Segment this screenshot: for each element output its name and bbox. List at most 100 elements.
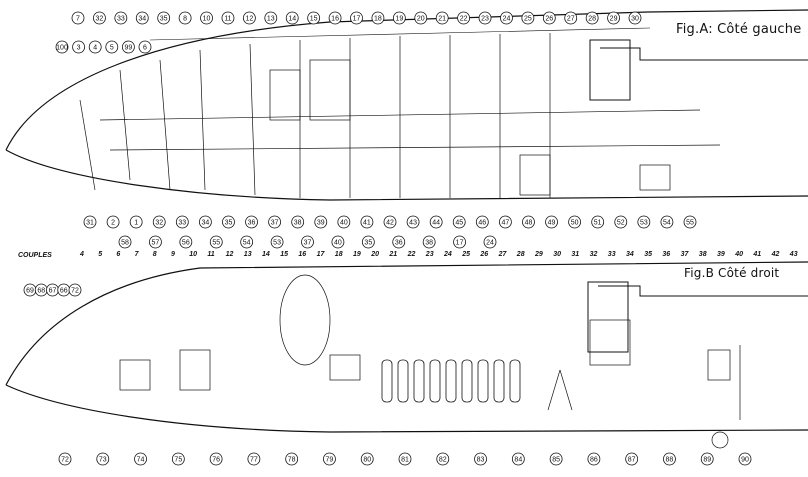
callout-bottom-b-circle [96,452,110,466]
callout-top-a-number: 8 [183,16,187,23]
callout-bottom-a-circle [268,215,282,229]
callout-top-a-number: 33 [117,16,125,23]
frame-number: 41 [753,251,762,258]
callout-top-a-number: 30 [631,16,639,23]
callout-top-b-number: 36 [395,240,403,247]
callout-bottom-b-number: 86 [590,457,598,464]
callout-top-a-circle [178,11,192,25]
frame-number: 23 [425,251,434,258]
cylinder [381,359,393,403]
callout-top-a-circle [414,11,428,25]
frame-number: 28 [516,251,525,258]
cylinder [429,359,441,403]
callout-bottom-a-number: 36 [248,220,256,227]
callout-bottom-b-circle [323,452,336,466]
callout-top-b-number: 57 [152,240,160,247]
cylinder [477,359,489,403]
callout-bottom-a-circle [360,215,374,229]
frame-number: 15 [280,251,288,258]
callout-top-b-number: 55 [212,240,220,247]
callout-bottom-b-circle [134,452,147,466]
frame-number: 43 [789,251,798,258]
callout-bottom-a-circle [106,215,120,229]
callout-top-a-number: 20 [417,16,425,23]
hull-outline-a [5,9,808,201]
callout-top-a-number: 27 [567,16,575,23]
frame-number: 6 [116,251,121,258]
gun-b [598,285,808,297]
callout-bottom-a-circle [291,215,305,229]
callout-top-a-circle [242,11,256,25]
callout-bottom-a-number: 33 [178,220,186,227]
frame-number: 40 [735,251,743,258]
hull-outline-b [5,261,808,433]
callout-left-a-circle [88,40,102,54]
callout-bottom-a-number: 50 [571,220,579,227]
callout-left-a-circle [105,40,119,54]
callout-bottom-a-number: 34 [201,220,209,227]
frame-number: 29 [535,251,543,258]
callout-bottom-b-number: 77 [250,457,258,464]
callout-top-a-circle [607,11,620,25]
callout-bottom-b-circle [511,452,525,466]
callout-bottom-a-number: 49 [548,220,556,227]
figure-a-caption: Fig.A: Côté gauche [676,22,802,37]
callout-top-a-number: 10 [203,16,211,23]
callout-left-b-number: 69 [26,288,34,295]
callout-top-a-number: 22 [460,16,468,23]
callout-top-b-number: 40 [334,240,342,247]
callout-bottom-a-circle [475,215,489,229]
callout-top-a-number: 17 [353,16,361,23]
callout-left-b-number: 72 [71,288,79,295]
callout-top-b-number: 56 [182,240,190,247]
frame-number: 26 [480,251,489,258]
callout-left-a-circle [121,40,135,54]
callout-top-a-circle [585,11,599,25]
callout-bottom-b-circle [285,452,299,466]
callout-bottom-a-circle [314,215,328,229]
callout-top-a-number: 35 [160,16,168,23]
frame-number: 35 [644,251,652,258]
callout-bottom-b-circle [58,452,72,466]
callout-top-a-circle [200,11,213,25]
callout-bottom-b-number: 78 [288,457,296,464]
callout-bottom-a-number: 41 [363,220,371,227]
callout-bottom-a-circle [614,215,628,229]
callout-top-a-circle [71,11,85,25]
callout-top-b-number: 58 [121,240,129,247]
frame-number: 18 [334,251,343,258]
callout-bottom-a-number: 46 [478,220,486,227]
callout-top-b-number: 53 [273,240,281,247]
turret-b [587,281,629,353]
callout-top-b-number: 37 [304,240,312,247]
callout-top-a-number: 25 [524,16,532,23]
callout-left-a-circle [55,40,69,54]
frame-number: 42 [771,251,780,258]
frame-number: 31 [571,251,580,258]
callout-top-b-circle [331,235,345,249]
frame-number: 12 [225,251,234,258]
callout-top-a-number: 21 [438,16,446,23]
frame-number: 21 [389,251,398,258]
internal-structure-b [119,274,741,449]
callout-bottom-b-number: 84 [514,457,522,464]
callout-top-b-number: 54 [243,240,251,247]
callout-bottom-a-circle [222,215,235,229]
callout-bottom-a-circle [129,215,143,229]
internal-structure-a [79,33,721,198]
callout-bottom-a-number: 47 [501,220,509,227]
callout-top-a-number: 19 [395,16,403,23]
callout-top-b-number: 24 [486,240,494,247]
callout-left-b-number: 68 [37,288,45,295]
callout-top-a-circle [371,11,385,25]
frame-number: 22 [407,251,416,258]
callout-top-a-number: 32 [96,16,104,23]
callout-left-a-number: 99 [125,45,133,52]
callout-bottom-b-number: 81 [401,457,409,464]
callout-left-a-number: 4 [93,45,97,52]
callout-bottom-a-circle [337,215,351,229]
callout-bottom-a-number: 45 [455,220,463,227]
callout-bottom-a-number: 32 [155,220,163,227]
cylinder [445,359,457,403]
callout-bottom-a-circle [452,215,466,229]
